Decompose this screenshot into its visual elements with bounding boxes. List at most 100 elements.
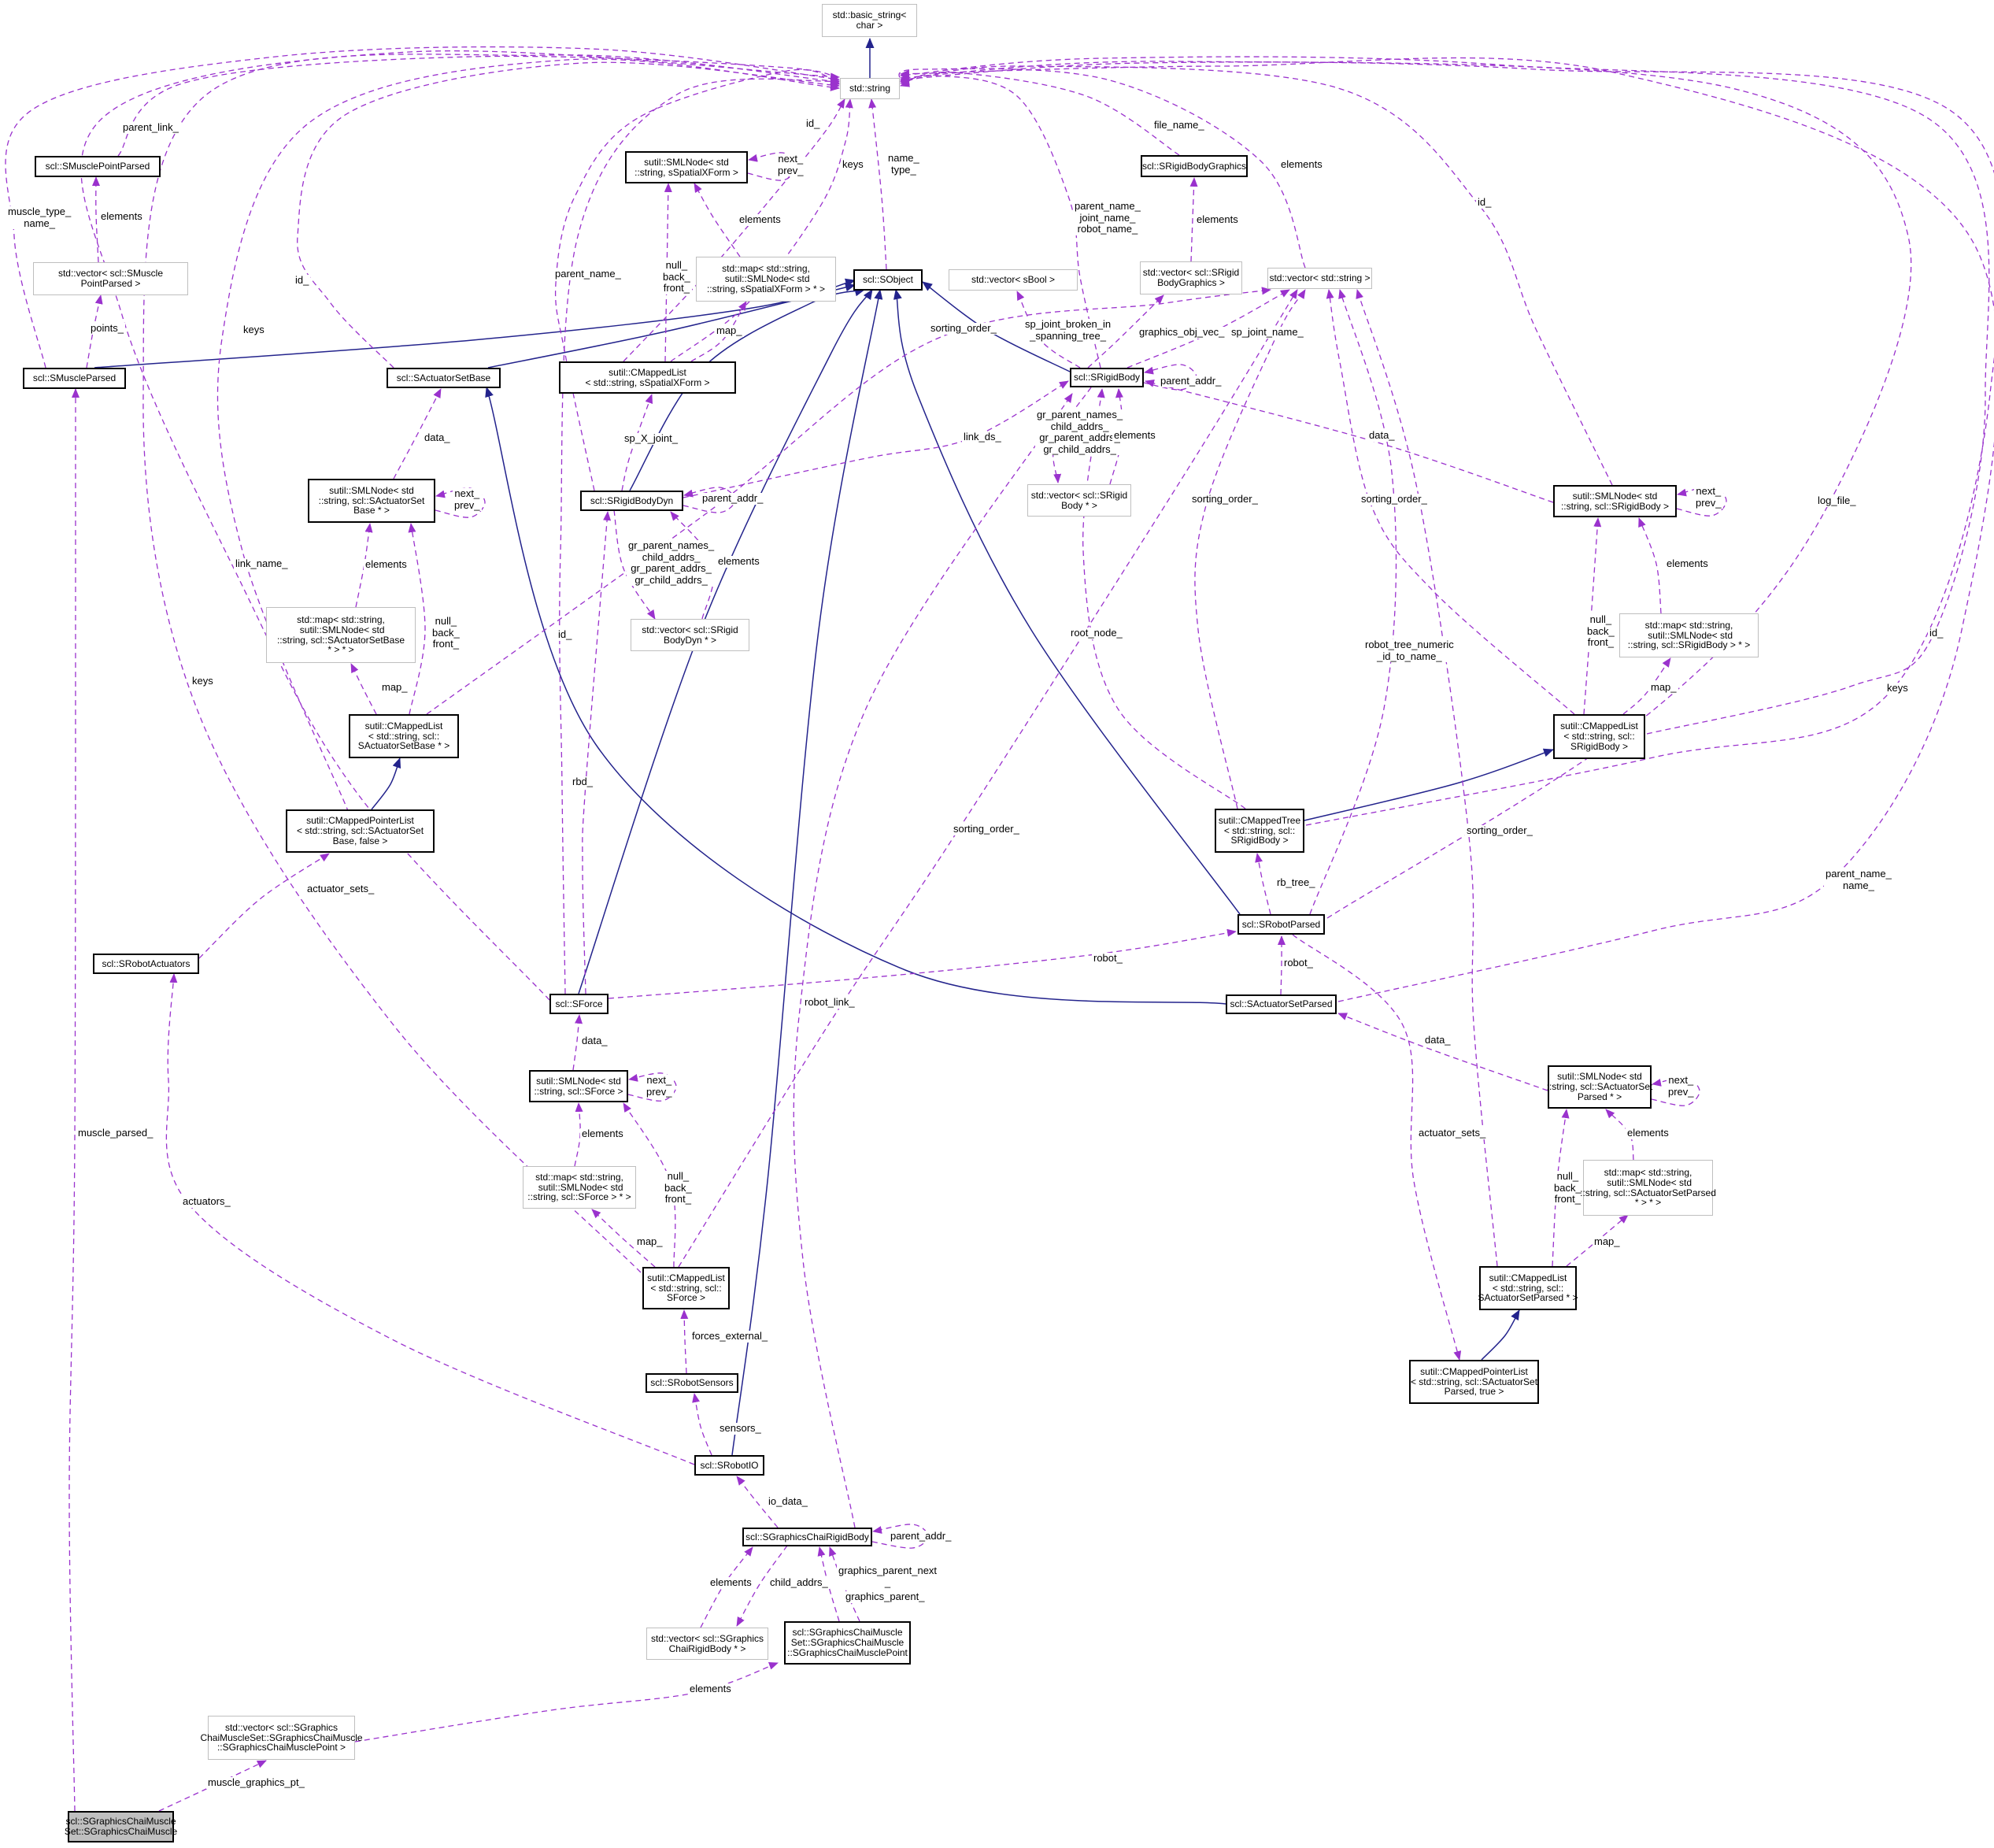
class-node-cmappedlist-sspatialxform[interactable]: sutil::CMappedList < std::string, sSpati… — [559, 361, 736, 394]
class-node-cmappedlist-srigidbody[interactable]: sutil::CMappedList < std::string, scl:: … — [1553, 714, 1645, 759]
edge-label: elements — [99, 210, 144, 223]
edge-label: muscle_graphics_pt_ — [206, 1776, 306, 1789]
edge-label: next_ prev_ — [645, 1074, 674, 1098]
class-node-vector-sbool[interactable]: std::vector< sBool > — [949, 269, 1078, 291]
class-node-srobot-parsed[interactable]: scl::SRobotParsed — [1237, 914, 1325, 935]
edge-label: parent_link_ — [121, 121, 180, 134]
class-node-cmappedlist-sforce[interactable]: sutil::CMappedList < std::string, scl:: … — [642, 1267, 730, 1309]
inheritance-edge — [893, 289, 1241, 915]
edge-label: null_ back_ front_ — [431, 615, 461, 650]
usage-edge — [900, 65, 1613, 486]
usage-edge — [1583, 517, 1602, 715]
edge-label: elements — [688, 1683, 733, 1695]
edge-label: robot_tree_numeric _id_to_name_ — [1363, 639, 1456, 663]
class-node-sgraphics-chai-rigidbody[interactable]: scl::SGraphicsChaiRigidBody — [742, 1528, 872, 1546]
edge-label: id_ — [1476, 196, 1493, 209]
class-node-smlnode-srigidbody[interactable]: sutil::SMLNode< std ::string, scl::SRigi… — [1553, 485, 1677, 517]
usage-edge — [216, 58, 840, 813]
edge-label: sorting_order_ — [1465, 824, 1534, 837]
usage-edge — [1052, 387, 1092, 483]
usage-edge — [1326, 289, 1575, 715]
class-node-smlnode-sactuator-set-base[interactable]: sutil::SMLNode< std ::string, scl::SActu… — [308, 479, 435, 523]
class-node-basic-string[interactable]: std::basic_string< char > — [822, 4, 917, 37]
usage-edge — [408, 523, 426, 715]
class-node-vector-srigidbody-graphics[interactable]: std::vector< scl::SRigid BodyGraphics > — [1140, 261, 1242, 294]
usage-edge — [1278, 935, 1286, 995]
edge-label: id_ — [557, 628, 574, 641]
class-node-smlnode-sforce[interactable]: sutil::SMLNode< std ::string, scl::SForc… — [529, 1070, 628, 1102]
class-node-sgraphics-chai-muscle[interactable]: scl::SGraphicsChaiMuscle Set::SGraphicsC… — [65, 1811, 177, 1842]
usage-edge — [572, 1014, 583, 1071]
usage-edge — [1087, 294, 1164, 368]
edge-label: log_file_ — [1816, 494, 1858, 507]
usage-edge — [1638, 517, 1662, 614]
usage-edge — [117, 55, 840, 157]
edge-label: map_ — [1649, 681, 1678, 694]
edge-label: graphics_parent_next _ — [837, 1565, 939, 1589]
class-node-vector-smuscle-point-parsed[interactable]: std::vector< scl::SMuscle PointParsed > — [33, 262, 188, 295]
edge-label: elements — [1279, 158, 1324, 171]
usage-edge — [690, 301, 747, 362]
usage-edge — [80, 50, 840, 1001]
class-node-sgraphics-chai-muscle-point[interactable]: scl::SGraphicsChaiMuscle Set::SGraphicsC… — [784, 1621, 911, 1665]
class-node-sforce[interactable]: scl::SForce — [549, 994, 609, 1014]
class-node-map-smlnode-sactuator-set-parsed[interactable]: std::map< std::string, sutil::SMLNode< s… — [1580, 1160, 1716, 1216]
usage-edge — [297, 61, 840, 368]
usage-edge — [1194, 289, 1306, 809]
edge-label: gr_parent_names_ child_addrs_ gr_parent_… — [627, 539, 716, 587]
usage-edge — [1145, 379, 1554, 503]
usage-edge — [623, 1102, 676, 1268]
class-node-cmappedpointerlist-sactuator-set-base[interactable]: sutil::CMappedPointerList < std::string,… — [286, 809, 435, 853]
inheritance-edge — [1481, 1309, 1520, 1361]
class-node-vector-string[interactable]: std::vector< std::string > — [1267, 268, 1372, 289]
class-node-vector-sgraphics-chai-muscle-point[interactable]: std::vector< scl::SGraphics ChaiMuscleSe… — [200, 1716, 363, 1760]
class-node-vector-sgraphics-chai-rigidbody-ptr[interactable]: std::vector< scl::SGraphics ChaiRigidBod… — [646, 1628, 768, 1660]
usage-edge — [1292, 934, 1462, 1361]
edge-label: parent_name_ — [553, 268, 623, 280]
class-node-std-string[interactable]: std::string — [840, 78, 900, 99]
edge-label: parent_name_ joint_name_ robot_name_ — [1073, 200, 1142, 235]
class-node-smuscle-point-parsed[interactable]: scl::SMusclePointParsed — [35, 156, 161, 177]
class-node-cmappedpointerlist-sactuator-set-parsed[interactable]: sutil::CMappedPointerList < std::string,… — [1409, 1360, 1539, 1404]
class-node-vector-srigidbody-ptr[interactable]: std::vector< scl::SRigid Body * > — [1027, 484, 1131, 517]
usage-edge — [198, 853, 330, 959]
usage-edge — [868, 98, 887, 270]
usage-edge — [426, 287, 1271, 715]
class-node-map-smlnode-sactuator-set-base[interactable]: std::map< std::string, sutil::SMLNode< s… — [266, 607, 416, 663]
class-node-srigidbody-graphics[interactable]: scl::SRigidBodyGraphics — [1141, 155, 1248, 177]
usage-edge — [1255, 853, 1271, 915]
edge-label: id_ — [805, 117, 822, 130]
class-node-sactuator-set-parsed[interactable]: scl::SActuatorSetParsed — [1226, 994, 1337, 1014]
class-node-map-smlnode-sforce[interactable]: std::map< std::string, sutil::SMLNode< s… — [523, 1166, 636, 1209]
class-node-cmappedlist-sactuator-set-parsed[interactable]: sutil::CMappedList < std::string, scl:: … — [1478, 1266, 1578, 1310]
usage-edge — [158, 1760, 267, 1812]
usage-edge — [165, 973, 695, 1465]
edge-label: null_ back_ front_ — [1552, 1170, 1583, 1205]
class-node-cmappedlist-sactuator-set-base[interactable]: sutil::CMappedList < std::string, scl:: … — [349, 714, 459, 758]
inheritance-edge — [731, 289, 883, 1456]
class-node-srobot-actuators[interactable]: scl::SRobotActuators — [93, 954, 199, 974]
class-node-vector-srigidbody-dyn-ptr[interactable]: std::vector< scl::SRigid BodyDyn * > — [631, 619, 749, 651]
edge-label: actuator_sets_ — [305, 883, 376, 895]
class-node-sactuator-set-base[interactable]: scl::SActuatorSetBase — [387, 368, 501, 388]
class-node-map-smlnode-sspatialxform[interactable]: std::map< std::string, sutil::SMLNode< s… — [696, 257, 836, 302]
usage-edge — [354, 1662, 779, 1742]
class-node-srigidbody-dyn[interactable]: scl::SRigidBodyDyn — [580, 491, 683, 511]
class-node-smlnode-sspatialxform[interactable]: sutil::SMLNode< std ::string, sSpatialXF… — [625, 151, 748, 183]
usage-edge — [393, 388, 442, 480]
class-node-smlnode-sactuator-set-parsed[interactable]: sutil::SMLNode< std ::string, scl::SActu… — [1547, 1065, 1652, 1109]
edge-label: elements — [716, 555, 761, 568]
edge-label: sensors_ — [718, 1422, 763, 1435]
class-node-srigidbody[interactable]: scl::SRigidBody — [1070, 368, 1144, 387]
usage-edge — [900, 56, 1990, 735]
class-node-map-smlnode-srigidbody[interactable]: std::map< std::string, sutil::SMLNode< s… — [1619, 613, 1759, 657]
class-node-cmappedtree-srigidbody[interactable]: sutil::CMappedTree < std::string, scl:: … — [1215, 809, 1304, 853]
class-node-srobot-io[interactable]: scl::SRobotIO — [694, 1455, 764, 1476]
usage-edge — [1082, 388, 1246, 809]
class-node-srobot-sensors[interactable]: scl::SRobotSensors — [646, 1373, 738, 1393]
class-node-sobject[interactable]: scl::SObject — [853, 269, 923, 291]
usage-edge — [900, 61, 1912, 919]
edge-label: elements — [1626, 1127, 1670, 1139]
class-node-smuscle-parsed[interactable]: scl::SMuscleParsed — [23, 368, 126, 389]
